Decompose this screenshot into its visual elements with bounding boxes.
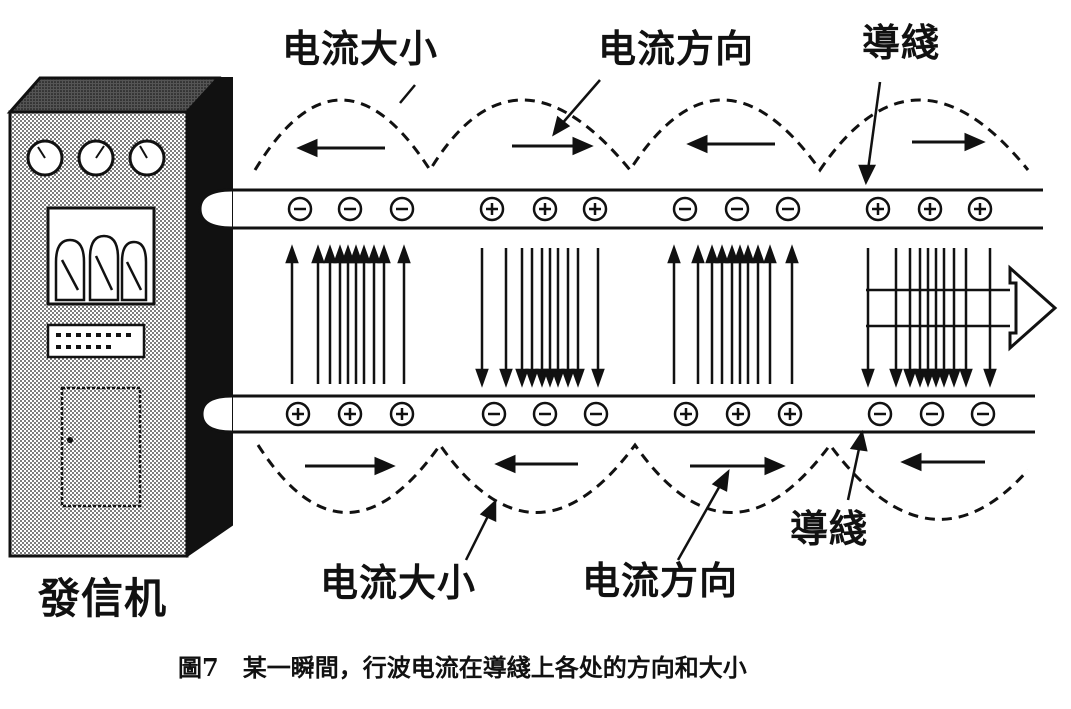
vacuum-tube-icon	[54, 234, 148, 302]
field-arrow	[525, 248, 539, 388]
field-arrow	[311, 244, 325, 384]
field-arrow	[571, 248, 585, 388]
field-arrow	[667, 244, 681, 384]
direction-arrows	[296, 132, 986, 476]
field-arrow	[959, 248, 973, 388]
negative-charge-icon	[287, 196, 313, 222]
field-arrow	[889, 248, 903, 388]
cabinet-side	[186, 77, 233, 558]
field-arrow	[543, 248, 557, 388]
field-arrow	[937, 248, 951, 388]
bottom-magnitude-label: 电流大小	[320, 561, 477, 605]
field-arrow	[929, 248, 943, 388]
charge-markers	[285, 196, 996, 427]
field-arrow	[861, 248, 875, 388]
positive-charge-icon	[917, 196, 943, 222]
positive-charge-icon	[582, 196, 608, 222]
field-arrow	[323, 244, 337, 384]
positive-charge-icon	[673, 401, 699, 427]
field-arrow	[983, 248, 997, 388]
negative-charge-icon	[583, 401, 609, 427]
negative-charge-icon	[867, 401, 893, 427]
negative-charge-icon	[724, 196, 750, 222]
positive-charge-icon	[865, 196, 891, 222]
cabinet-door	[60, 386, 142, 508]
label-pointers	[399, 79, 882, 561]
field-arrow	[741, 244, 755, 384]
field-arrow	[349, 244, 363, 384]
bottom-wire-label: 導綫	[790, 507, 869, 551]
transmitter-cabinet	[6, 76, 233, 558]
bottom-direction-label: 电流方向	[582, 559, 739, 603]
field-arrow	[367, 244, 381, 384]
field-arrow	[285, 244, 299, 384]
dial-icon	[128, 139, 166, 177]
field-arrow	[913, 248, 927, 388]
wire-bottom	[200, 394, 1035, 434]
propagation-arrow	[866, 264, 1058, 352]
field-arrow	[535, 248, 549, 388]
field-arrow	[903, 248, 917, 388]
positive-charge-icon	[389, 401, 415, 427]
negative-charge-icon	[775, 196, 801, 222]
top-magnitude-label: 电流大小	[282, 27, 439, 71]
field-arrow	[785, 244, 799, 384]
negative-charge-icon	[970, 401, 996, 427]
field-arrow	[475, 248, 489, 388]
positive-charge-icon	[967, 196, 993, 222]
field-arrow	[357, 244, 371, 384]
field-arrow	[751, 244, 765, 384]
positive-charge-icon	[725, 401, 751, 427]
top-direction-label: 电流方向	[598, 27, 755, 71]
field-arrow	[763, 244, 777, 384]
dial-icon	[26, 139, 64, 177]
field-lines	[285, 244, 997, 388]
field-arrow	[921, 248, 935, 388]
positive-charge-icon	[337, 401, 363, 427]
negative-charge-icon	[389, 196, 415, 222]
field-arrow	[333, 244, 347, 384]
top-wire-label: 導綫	[862, 21, 941, 65]
field-arrow	[591, 248, 605, 388]
field-arrow	[705, 244, 719, 384]
field-arrow	[561, 248, 575, 388]
magnitude-wave-top	[253, 98, 1030, 173]
field-arrow	[397, 244, 411, 384]
field-arrow	[499, 248, 513, 388]
control-panel	[46, 323, 146, 359]
field-arrow	[947, 248, 961, 388]
field-arrow	[715, 244, 729, 384]
negative-charge-icon	[481, 401, 507, 427]
positive-charge-icon	[285, 401, 311, 427]
negative-charge-icon	[919, 401, 945, 427]
figure-caption: 圖7 某一瞬間，行波电流在導綫上各处的方向和大小	[178, 653, 747, 682]
positive-charge-icon	[777, 401, 803, 427]
wire-top	[198, 188, 1043, 230]
door-knob	[67, 437, 73, 443]
dial-icon	[77, 139, 115, 177]
field-arrow	[691, 244, 705, 384]
field-arrow	[341, 244, 355, 384]
transmitter-label: 發信机	[38, 574, 168, 623]
positive-charge-icon	[532, 196, 558, 222]
negative-charge-icon	[672, 196, 698, 222]
field-arrow	[551, 248, 565, 388]
field-arrow	[515, 248, 529, 388]
field-arrow	[725, 244, 739, 384]
negative-charge-icon	[532, 401, 558, 427]
field-arrow	[377, 244, 391, 384]
cabinet-top	[6, 76, 222, 114]
magnitude-wave-bottom	[256, 442, 1030, 521]
positive-charge-icon	[479, 196, 505, 222]
negative-charge-icon	[337, 196, 363, 222]
field-arrow	[733, 244, 747, 384]
